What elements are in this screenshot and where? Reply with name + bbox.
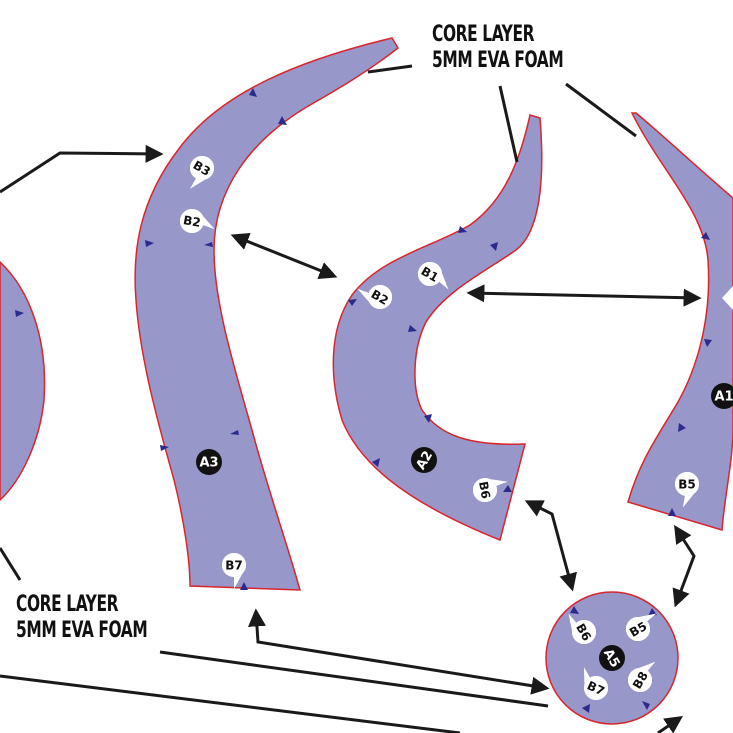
marker-label: B5 [678, 478, 696, 492]
notch-marks [15, 88, 712, 713]
connection-arrows [0, 144, 702, 733]
arrow-a3-a2-b2 [230, 232, 338, 280]
pattern-piece-left-partial [0, 260, 46, 502]
marker-b6: B6 [472, 478, 508, 502]
arrow-a2-a1-b1 [466, 284, 702, 307]
arrow-a3-a5-b7 [247, 608, 550, 695]
arrow-left-to-a3 [0, 144, 164, 194]
arrow-bottom-right [657, 715, 683, 733]
marker-b8: B8 [628, 661, 656, 693]
marker-b5: B5 [626, 613, 657, 642]
callout-line-1: CORE LAYER [16, 592, 119, 617]
marker-b7: B7 [583, 667, 609, 701]
piece-label-text: A1 [714, 390, 733, 405]
piece-label-a2: A2 [411, 447, 437, 473]
marker-b5: B5 [674, 471, 699, 508]
piece-label-a5: A5 [599, 645, 625, 671]
marker-b6: B6 [568, 613, 597, 644]
callout-line-2: 5MM EVA FOAM [16, 618, 148, 643]
marker-b1-partial [722, 286, 733, 310]
marker-label: B7 [225, 559, 243, 573]
callout-line-1: CORE LAYER [432, 22, 535, 47]
pattern-piece-a2 [332, 114, 543, 542]
marker-b7: B7 [221, 553, 246, 590]
piece-label-text: A3 [199, 456, 218, 471]
marker-b1: B1 [417, 262, 449, 290]
piece-label-a1: A1 [711, 383, 733, 409]
piece-label-a3: A3 [196, 449, 222, 475]
pattern-piece-a1 [627, 112, 733, 531]
marker-label: B2 [182, 213, 202, 230]
callout-line-2: 5MM EVA FOAM [432, 48, 564, 73]
marker-b2: B2 [179, 209, 215, 233]
callout-core-layer-top: CORE LAYER 5MM EVA FOAM [432, 22, 564, 74]
marker-label: B7 [585, 678, 607, 698]
marker-b2: B2 [357, 285, 393, 309]
arrow-a1-a5-b5 [672, 524, 696, 608]
marker-b3: B3 [189, 155, 214, 189]
marker-label: B6 [476, 480, 493, 500]
arrow-a2-a5-b6 [524, 500, 577, 592]
callout-core-layer-left: CORE LAYER 5MM EVA FOAM [16, 592, 148, 644]
